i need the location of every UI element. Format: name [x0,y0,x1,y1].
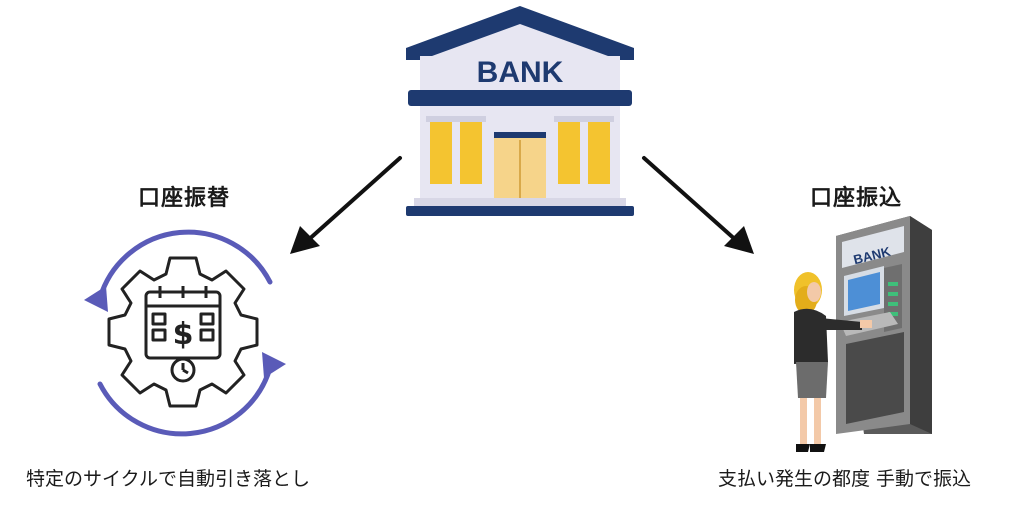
arrow-to-right-icon [642,156,754,254]
left-title: 口座振替 [138,186,231,211]
arrow-to-left-icon [290,156,402,254]
bank-building-icon: BANK [406,6,634,216]
gear-calendar-dollar-icon: $ [84,229,286,437]
bank-sign-text: BANK [477,56,564,89]
right-caption: 支払い発生の都度 手動で振込 [718,468,972,490]
atm-person-icon: BANK [794,216,932,452]
svg-text:$: $ [173,317,194,352]
left-caption: 特定のサイクルで自動引き落とし [26,468,311,490]
right-title: 口座振込 [810,186,903,211]
